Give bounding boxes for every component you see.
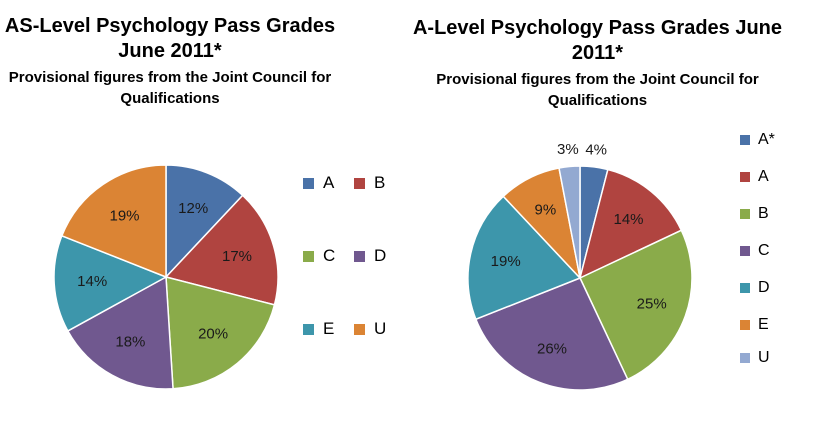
legend-label-a-6: U bbox=[758, 349, 770, 366]
legend-label-a-5: E bbox=[758, 316, 769, 333]
as-title-block: AS-Level Psychology Pass Grades June 201… bbox=[0, 14, 340, 109]
legend-label-a-3: C bbox=[758, 242, 770, 259]
legend-label-a-0: A* bbox=[758, 131, 775, 148]
a-chart-title: A-Level Psychology Pass Grades June 2011… bbox=[412, 17, 783, 64]
a-level-chart: A-Level Psychology Pass Grades June 2011… bbox=[410, 0, 813, 429]
as-chart-title: AS-Level Psychology Pass Grades June 201… bbox=[4, 15, 336, 62]
pie-slice-a-6 bbox=[558, 165, 581, 279]
pie-slice-a-1 bbox=[578, 168, 683, 280]
data-label-as-2: 20% bbox=[198, 326, 228, 343]
data-label-as-0: 12% bbox=[178, 200, 208, 217]
pie-slice-a-2 bbox=[579, 229, 693, 381]
legend-swatch-a-4 bbox=[740, 283, 750, 293]
as-chart-subtitle: Provisional figures from the Joint Counc… bbox=[8, 69, 332, 107]
data-label-as-4: 14% bbox=[77, 273, 107, 290]
legend-item-as-3: D bbox=[354, 246, 386, 266]
data-label-a-3: 26% bbox=[537, 340, 567, 357]
a-pie: 4% 14% 25% 26% 19% 9% 3% bbox=[467, 141, 693, 391]
data-label-a-1: 14% bbox=[613, 211, 643, 228]
legend-swatch-as-3 bbox=[354, 250, 365, 262]
legend-label-as-1: B bbox=[374, 173, 386, 192]
legend-swatch-a-3 bbox=[740, 246, 750, 256]
a-chart-subtitle: Provisional figures from the Joint Counc… bbox=[436, 71, 759, 109]
legend-item-as-2: C bbox=[303, 246, 335, 266]
legend-item-a-1: A bbox=[740, 168, 769, 186]
legend-swatch-a-5 bbox=[740, 320, 750, 330]
legend-item-as-1: B bbox=[354, 173, 385, 193]
as-level-chart: AS-Level Psychology Pass Grades June 201… bbox=[0, 14, 386, 390]
legend-swatch-as-1 bbox=[354, 177, 365, 189]
pie-slice-as-2 bbox=[165, 276, 276, 390]
a-title-block: A-Level Psychology Pass Grades June 2011… bbox=[410, 16, 785, 111]
legend-item-as-5: U bbox=[354, 319, 386, 339]
legend-item-a-3: C bbox=[740, 242, 770, 260]
pie-slice-as-4 bbox=[53, 234, 168, 332]
legend-label-as-3: D bbox=[374, 246, 387, 265]
legend-label-as-0: A bbox=[323, 173, 335, 192]
pie-slice-as-3 bbox=[66, 275, 174, 390]
legend-swatch-as-4 bbox=[303, 323, 314, 335]
legend-item-a-6: U bbox=[740, 349, 770, 367]
data-label-a-4: 19% bbox=[491, 253, 521, 270]
legend-label-a-1: A bbox=[758, 168, 769, 185]
pie-slice-a-3 bbox=[474, 277, 629, 391]
data-label-as-3: 18% bbox=[115, 333, 145, 350]
data-label-a-6: 3% bbox=[557, 141, 579, 158]
pie-slice-as-0 bbox=[165, 164, 244, 279]
legend-item-a-0: A* bbox=[740, 131, 775, 149]
data-label-a-0: 4% bbox=[585, 142, 607, 159]
legend-swatch-a-1 bbox=[740, 172, 750, 182]
legend-label-as-5: U bbox=[374, 319, 387, 338]
legend-swatch-a-0 bbox=[740, 135, 750, 145]
data-label-as-1: 17% bbox=[222, 248, 252, 265]
pie-slice-as-5 bbox=[60, 164, 167, 279]
legend-item-as-0: A bbox=[303, 173, 334, 193]
legend-item-a-4: D bbox=[740, 279, 770, 297]
legend-item-a-5: E bbox=[740, 316, 769, 334]
legend-label-a-2: B bbox=[758, 205, 769, 222]
legend-swatch-as-0 bbox=[303, 177, 314, 189]
legend-label-as-4: E bbox=[323, 319, 335, 338]
legend-swatch-a-6 bbox=[740, 353, 750, 363]
pie-slice-a-4 bbox=[467, 195, 582, 321]
pie-slice-as-1 bbox=[164, 194, 279, 306]
legend-swatch-a-2 bbox=[740, 209, 750, 219]
data-label-as-5: 19% bbox=[109, 207, 139, 224]
data-label-a-5: 9% bbox=[535, 202, 557, 219]
legend-label-a-4: D bbox=[758, 279, 770, 296]
legend-item-as-4: E bbox=[303, 319, 334, 339]
data-label-a-2: 25% bbox=[637, 295, 667, 312]
legend-swatch-as-2 bbox=[303, 250, 314, 262]
legend-swatch-as-5 bbox=[354, 323, 365, 335]
as-pie: 12% 17% 20% 18% 14% 19% bbox=[53, 164, 279, 390]
legend-label-as-2: C bbox=[323, 246, 336, 265]
legend-item-a-2: B bbox=[740, 205, 769, 223]
